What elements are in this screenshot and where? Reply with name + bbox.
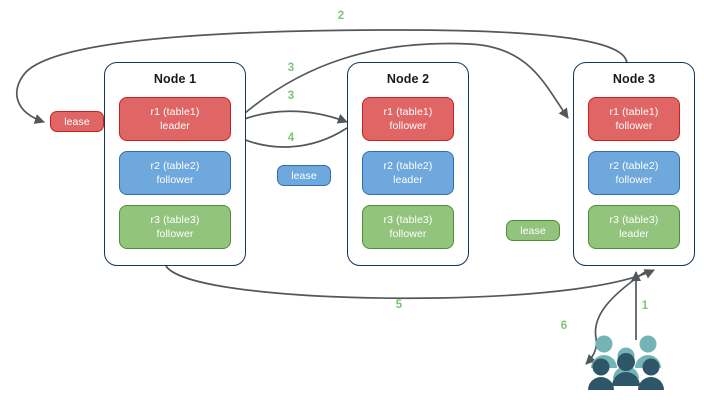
- replica-n1r2[interactable]: r2 (table2) follower: [119, 151, 231, 195]
- step-label-2: 2: [337, 10, 345, 22]
- lease-badge-table1[interactable]: lease: [50, 111, 104, 132]
- replica-n2r1[interactable]: r1 (table1) follower: [362, 97, 454, 141]
- replica-name: r3 (table3): [150, 214, 200, 226]
- replica-role: follower: [156, 173, 194, 186]
- step-label-4: 4: [287, 132, 295, 144]
- replica-name: r1 (table1): [383, 106, 433, 118]
- replica-role: leader: [393, 173, 423, 186]
- node-title: Node 2: [386, 72, 430, 86]
- replica-name: r2 (table2): [609, 160, 659, 172]
- replica-role: follower: [615, 119, 653, 132]
- replica-name: r3 (table3): [383, 214, 433, 226]
- replica-role: follower: [389, 119, 427, 132]
- node-title: Node 3: [612, 72, 656, 86]
- step-label-3a: 3: [287, 62, 295, 74]
- replica-name: r3 (table3): [609, 214, 659, 226]
- replica-n3r1[interactable]: r1 (table1) follower: [588, 97, 680, 141]
- edge-step-5: [165, 265, 655, 300]
- replica-name: r2 (table2): [383, 160, 433, 172]
- lease-badge-table2[interactable]: lease: [277, 165, 331, 186]
- replica-n1r1[interactable]: r1 (table1) leader: [119, 97, 231, 141]
- replica-n2r3[interactable]: r3 (table3) follower: [362, 205, 454, 249]
- replica-role: follower: [156, 227, 194, 240]
- edge-step-2: [16, 29, 628, 124]
- replica-n1r3[interactable]: r3 (table3) follower: [119, 205, 231, 249]
- replica-n3r3[interactable]: r3 (table3) leader: [588, 205, 680, 249]
- node-title: Node 1: [153, 72, 197, 86]
- replica-name: r1 (table1): [150, 106, 200, 118]
- replica-name: r2 (table2): [150, 160, 200, 172]
- replica-name: r1 (table1): [609, 106, 659, 118]
- users-icon: [588, 335, 664, 390]
- step-label-3b: 3: [287, 90, 295, 102]
- lease-badge-table3[interactable]: lease: [506, 220, 560, 241]
- replica-n3r2[interactable]: r2 (table2) follower: [588, 151, 680, 195]
- edge-step-3-to-node3: [227, 42, 569, 129]
- node-panel-node1[interactable]: Node 1 r1 (table1) leader r2 (table2) fo…: [104, 62, 246, 266]
- node-panel-node3[interactable]: Node 3 r1 (table1) follower r2 (table2) …: [573, 62, 695, 266]
- step-label-6: 6: [560, 320, 568, 332]
- node-panel-node2[interactable]: Node 2 r1 (table1) follower r2 (table2) …: [347, 62, 469, 266]
- replica-role: leader: [160, 119, 190, 132]
- replica-role: follower: [615, 173, 653, 186]
- replica-role: leader: [619, 227, 649, 240]
- step-label-5: 5: [395, 299, 403, 311]
- edge-step-6: [585, 271, 646, 365]
- step-label-1: 1: [641, 300, 649, 312]
- replica-n2r2[interactable]: r2 (table2) leader: [362, 151, 454, 195]
- replica-role: follower: [389, 227, 427, 240]
